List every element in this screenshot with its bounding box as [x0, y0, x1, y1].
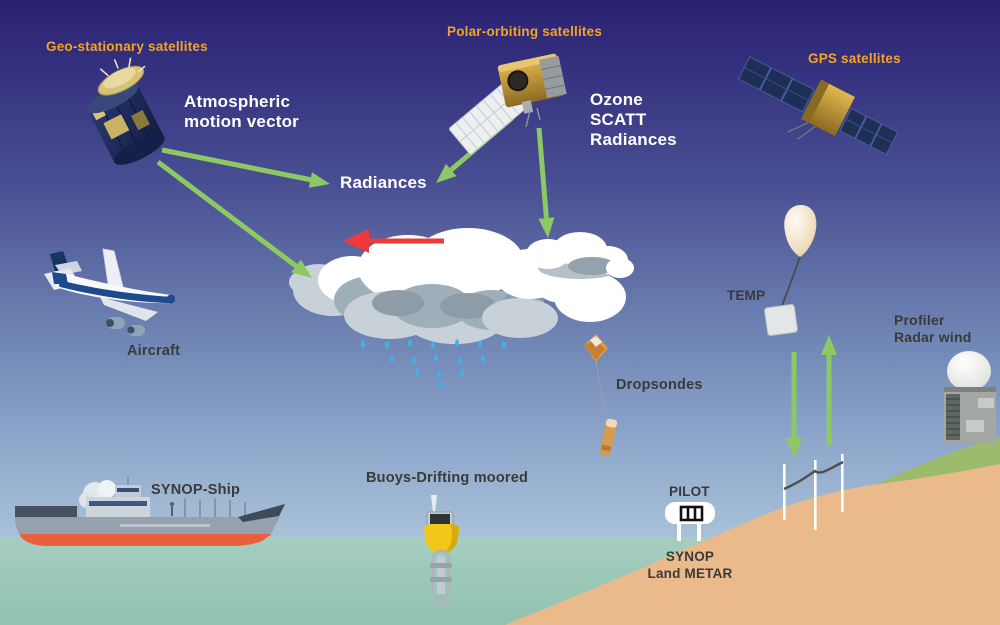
buoys-label: Buoys-Drifting moored: [366, 470, 529, 486]
wind-arrow-red: [343, 229, 444, 253]
profiler-label: Profiler Radar wind: [894, 312, 972, 345]
synop-ship-label: SYNOP-Ship: [151, 482, 241, 498]
rain-drops: [361, 339, 506, 389]
pilot-shelter-icon: [665, 502, 715, 541]
pilot-label: PILOT: [669, 484, 710, 499]
geo-satellite-icon: [87, 57, 165, 165]
temp-balloon-icon: [764, 205, 817, 337]
polar-satellites-label: Polar-orbiting satellites: [447, 24, 603, 39]
land: [505, 464, 1000, 625]
ship-icon: [15, 477, 285, 546]
dropsonde-icon: [584, 334, 618, 456]
synop-land-metar-label: SYNOP Land METAR: [647, 549, 733, 581]
profiler-radar-icon: [944, 351, 996, 443]
aircraft-label: Aircraft: [127, 343, 181, 359]
wind-masts-icon: [783, 454, 844, 530]
aircraft-icon: [44, 248, 176, 336]
gps-satellite-icon: [737, 56, 899, 156]
temp-label: TEMP: [727, 288, 766, 303]
polar-satellite-icon: [449, 53, 567, 155]
atmospheric-motion-vector-label: Atmospheric motion vector: [184, 92, 300, 131]
radiances-label: Radiances: [340, 173, 427, 192]
gps-satellites-label: GPS satellites: [808, 51, 901, 66]
buoy-icon: [424, 495, 459, 609]
dropsondes-label: Dropsondes: [616, 377, 703, 393]
geo-satellites-label: Geo-stationary satellites: [46, 39, 208, 54]
polar-products-label: Ozone SCATT Radiances: [590, 90, 677, 149]
cloud-rain-icon: [289, 228, 634, 389]
